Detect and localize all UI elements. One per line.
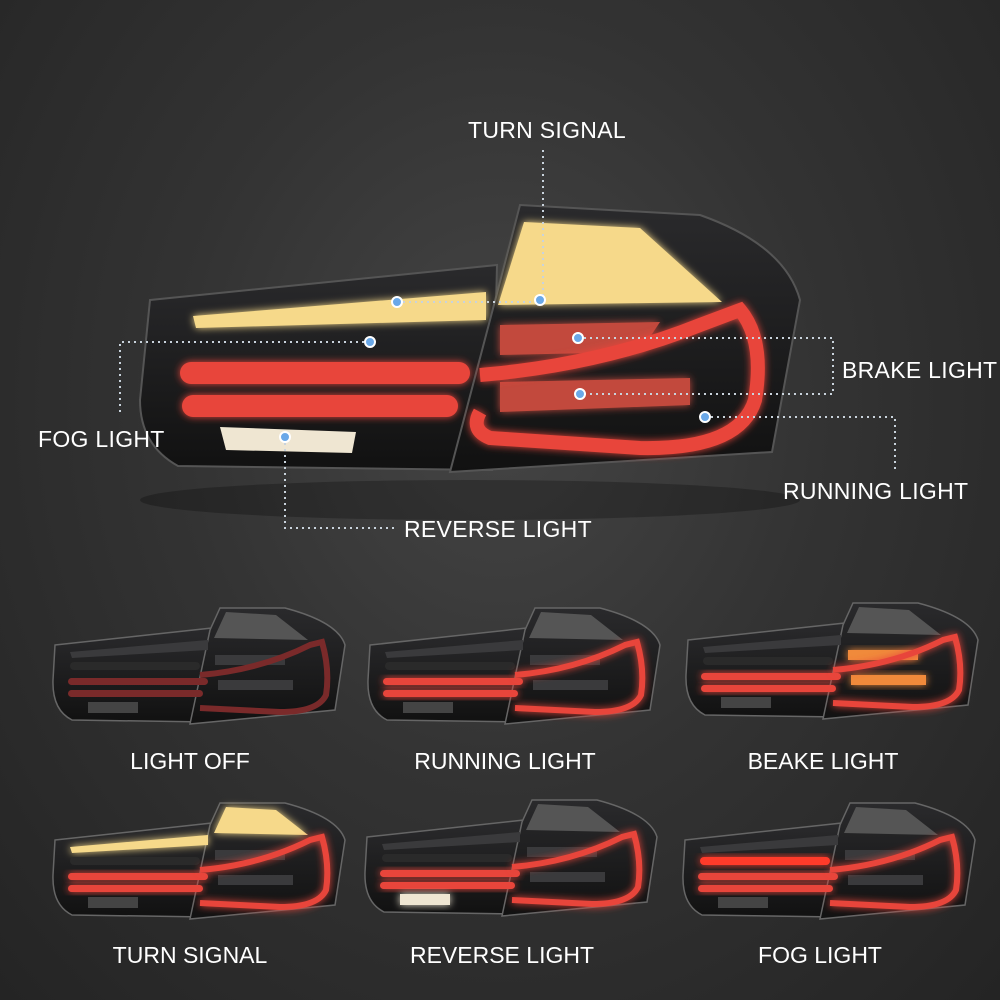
thumb-running-bar (698, 885, 833, 892)
thumb-running-bar (383, 690, 518, 697)
thumb-turn-strip (382, 832, 520, 850)
thumb-brake-lower (533, 680, 608, 690)
thumb-fog-bar (70, 662, 200, 670)
callout-dots (279, 294, 711, 443)
thumb-reverse-lamp (88, 702, 138, 713)
thumb-turn-strip-right (214, 612, 308, 640)
thumb-turn-strip (703, 635, 841, 653)
callout-lines (119, 150, 896, 529)
thumb-brake-upper (845, 850, 915, 860)
thumb-brake-lower (848, 875, 923, 885)
thumb-brake-upper (530, 655, 600, 665)
thumb-turn-strip-right (214, 807, 308, 835)
thumb-running-curve (511, 830, 643, 908)
thumb-running-bar (698, 873, 838, 880)
running-curve (469, 301, 765, 456)
thumb-fog-bar (700, 857, 830, 865)
thumb-running-curve (199, 833, 331, 911)
thumbnail-taillight (367, 607, 661, 725)
taillight-right-piece (448, 203, 802, 474)
thumb-turn-strip-right (529, 612, 623, 640)
thumb-reverse-lamp (721, 697, 771, 708)
thumbnail-taillight (685, 602, 979, 720)
mode-caption: REVERSE LIGHT (409, 942, 595, 968)
thumb-running-curve (514, 638, 646, 716)
thumb-running-bar (68, 873, 208, 880)
thumb-reverse-lamp (88, 897, 138, 908)
thumbnail-taillight (52, 802, 346, 920)
mode-caption: RUNNING LIGHT (414, 748, 596, 774)
thumb-reverse-lamp (718, 897, 768, 908)
thumb-running-bar (68, 690, 203, 697)
label-brake-light: BRAKE LIGHT (842, 357, 998, 383)
mode-caption: TURN SIGNAL (112, 942, 268, 968)
thumb-fog-bar (382, 854, 512, 862)
thumbnail-taillight (364, 799, 658, 917)
thumb-running-bar (383, 678, 523, 685)
thumb-brake-lower (851, 675, 926, 685)
thumb-running-bar (701, 673, 841, 680)
thumb-brake-upper (848, 650, 918, 660)
thumb-turn-strip (700, 835, 838, 853)
thumb-brake-upper (215, 850, 285, 860)
thumb-running-bar (701, 685, 836, 692)
thumb-fog-bar (703, 657, 833, 665)
thumbnail-taillight (682, 802, 976, 920)
mode-caption: BEAKE LIGHT (747, 748, 899, 774)
thumb-reverse-lamp (403, 702, 453, 713)
label-running-light: RUNNING LIGHT (783, 478, 969, 504)
thumbnail-taillight (52, 607, 346, 725)
label-fog-light: FOG LIGHT (38, 426, 165, 452)
label-reverse-light: REVERSE LIGHT (404, 516, 592, 542)
thumb-running-curve (199, 638, 331, 716)
thumb-reverse-lamp (400, 894, 450, 905)
thumb-running-bar (380, 882, 515, 889)
label-turn-signal: TURN SIGNAL (468, 117, 626, 143)
turn-strip-right (498, 222, 722, 305)
thumb-brake-upper (215, 655, 285, 665)
thumb-turn-strip-right (844, 807, 938, 835)
thumb-running-bar (380, 870, 520, 877)
mode-caption: FOG LIGHT (758, 942, 882, 968)
thumb-running-curve (829, 833, 961, 911)
thumb-fog-bar (385, 662, 515, 670)
thumb-running-curve (832, 633, 964, 711)
thumb-running-bar (68, 678, 208, 685)
thumb-brake-lower (218, 680, 293, 690)
mode-caption: LIGHT OFF (130, 748, 250, 774)
thumb-brake-lower (218, 875, 293, 885)
thumb-brake-lower (530, 872, 605, 882)
thumb-brake-upper (527, 847, 597, 857)
thumb-running-bar (68, 885, 203, 892)
thumb-turn-strip (70, 640, 208, 658)
thumb-turn-strip (385, 640, 523, 658)
thumb-turn-strip-right (526, 804, 620, 832)
thumb-turn-strip-right (847, 607, 941, 635)
turn-strip-left (193, 292, 486, 328)
thumb-fog-bar (70, 857, 200, 865)
running-bar-upper (180, 362, 470, 384)
brake-lower (500, 378, 690, 412)
taillight-left-piece (138, 263, 499, 472)
running-bar-lower (182, 395, 458, 417)
thumb-turn-strip (70, 835, 208, 853)
